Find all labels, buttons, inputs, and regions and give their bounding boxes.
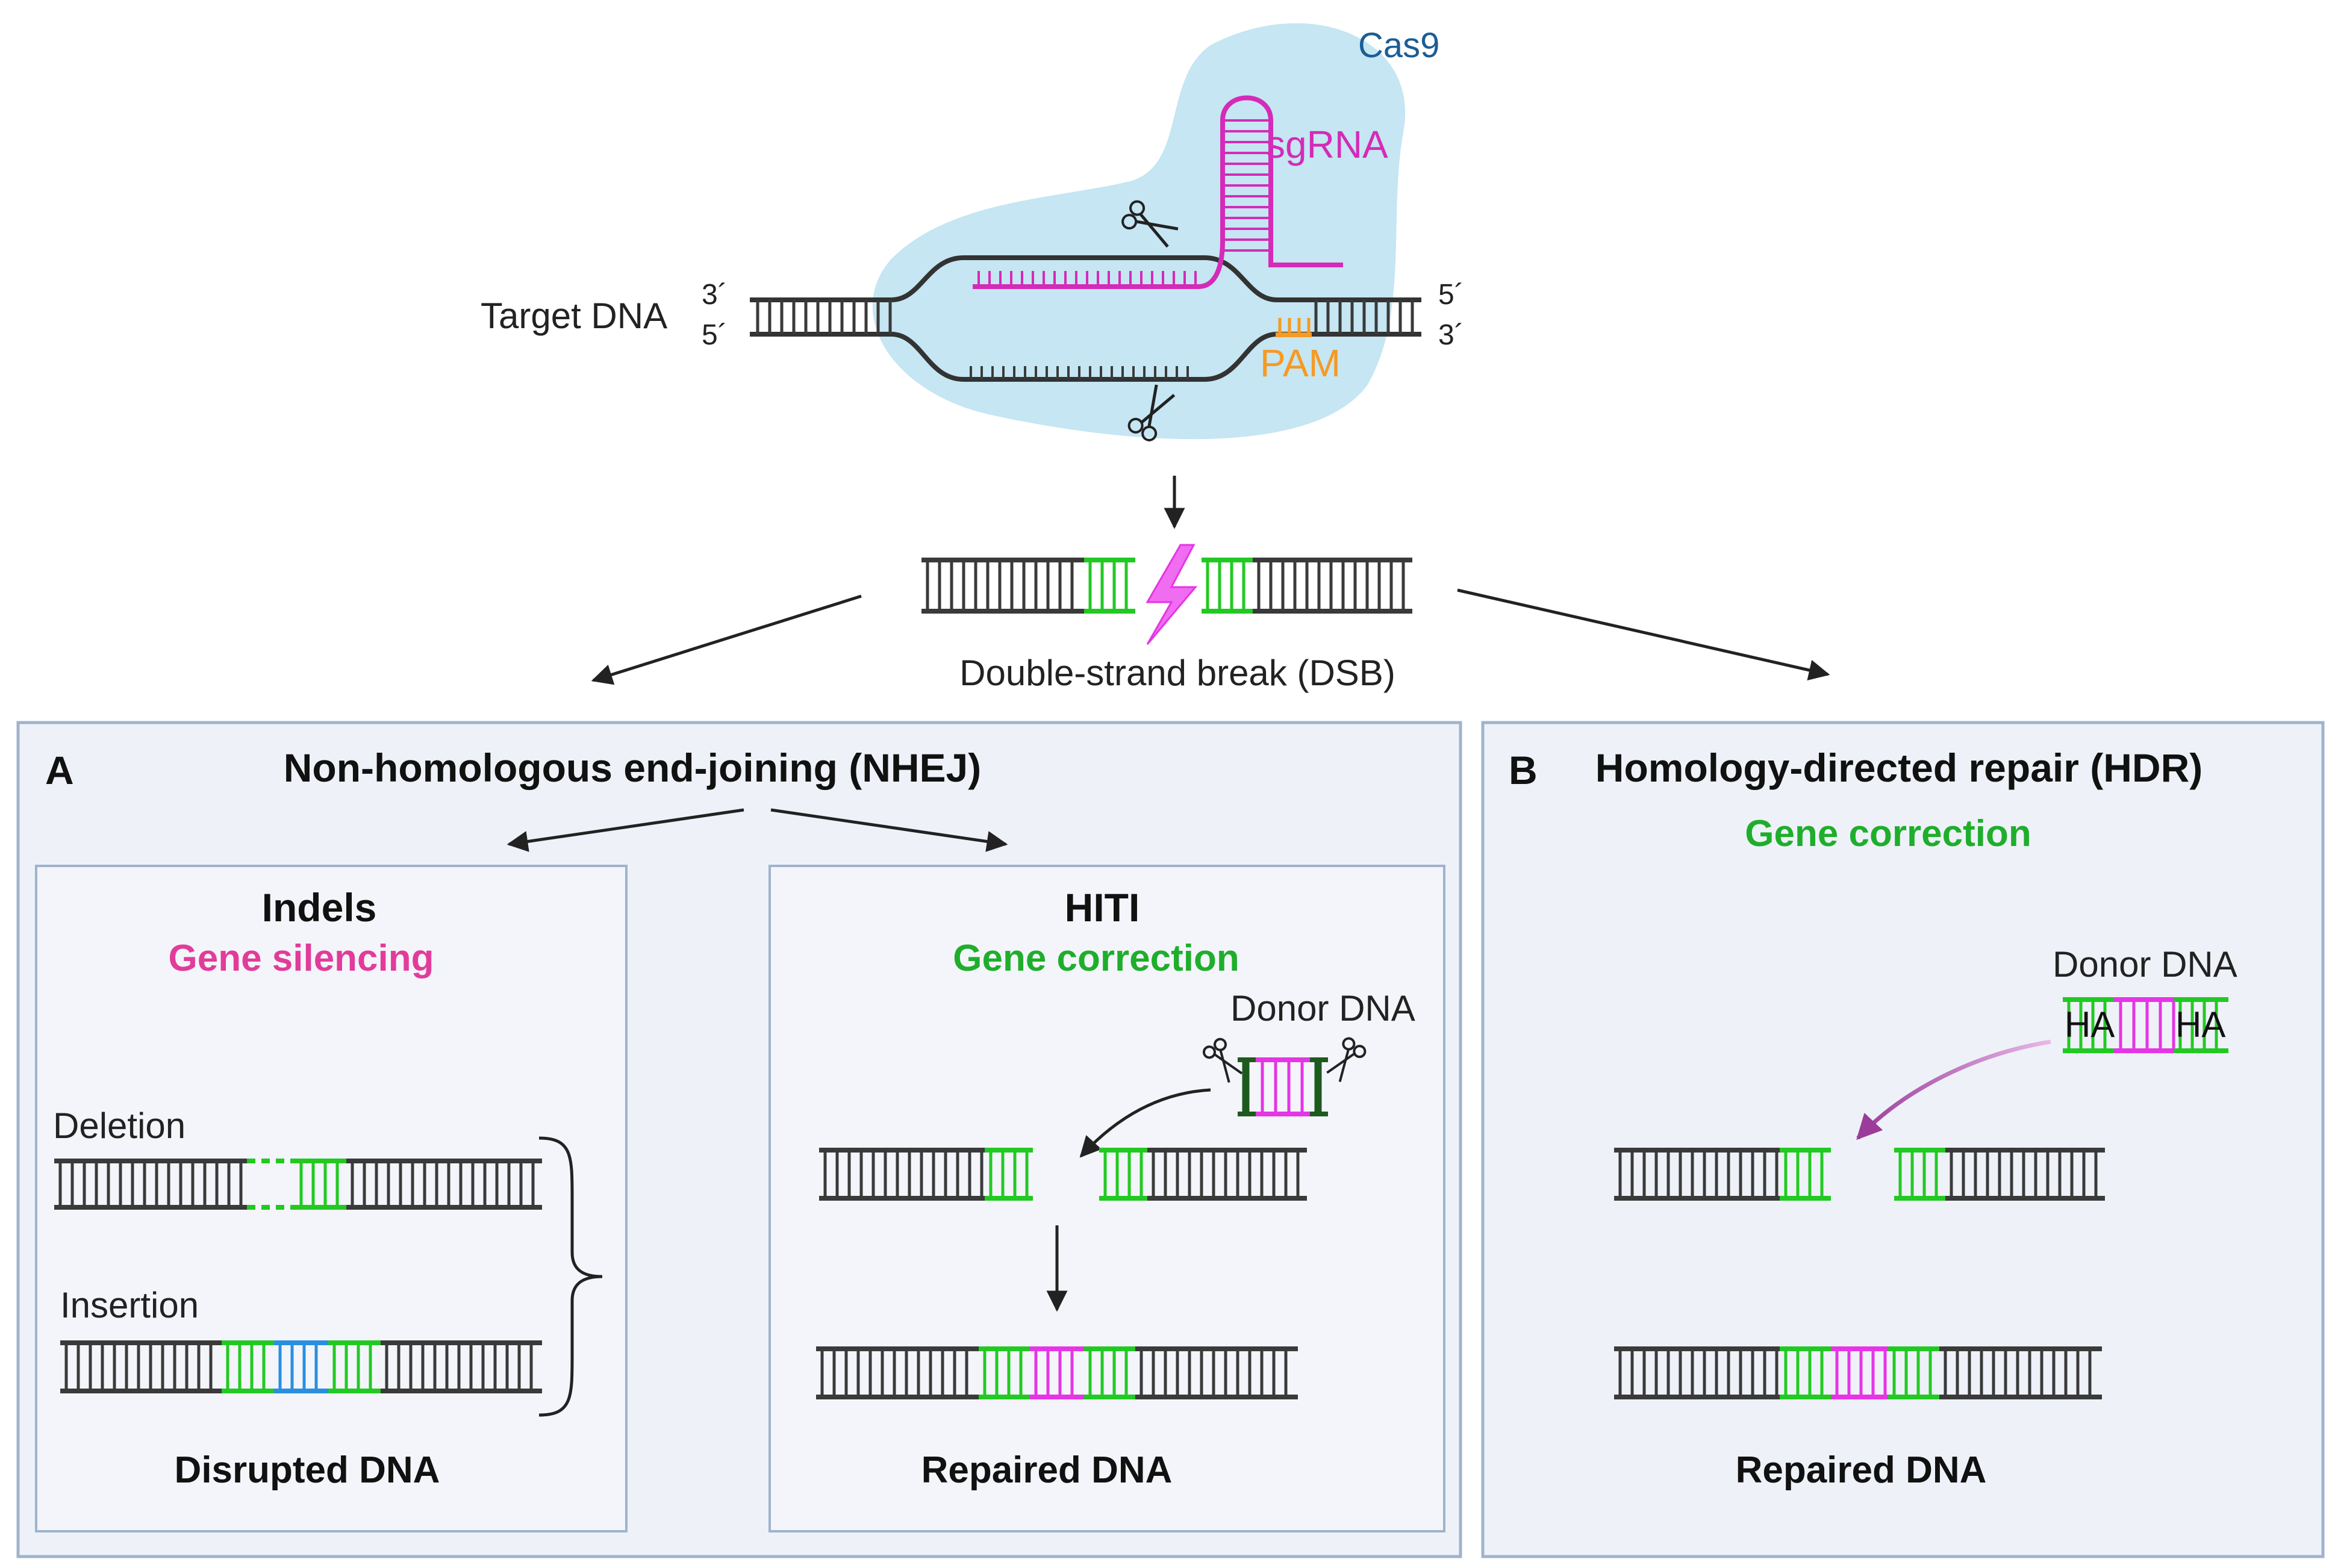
hdr-donor-dna	[2063, 997, 2228, 1053]
scissors-icon	[1127, 384, 1176, 441]
hdr-donor-label: Donor DNA	[2053, 944, 2237, 985]
hiti-repaired-label: Repaired DNA	[921, 1449, 1173, 1491]
cas9-complex: Cas9 sgRNA PAM	[481, 23, 1464, 441]
hiti-repaired-dna	[816, 1346, 1298, 1399]
panel-a-title: Non-homologous end-joining (NHEJ)	[284, 745, 981, 790]
deletion-dna	[54, 1159, 542, 1210]
hdr-cut-dna	[1614, 1148, 2105, 1201]
ha-right-label: HA	[2175, 1004, 2225, 1045]
sgrna-stem-rungs	[1223, 119, 1271, 252]
panel-a-nhej: A Non-homologous end-joining (NHEJ) Inde…	[16, 721, 1462, 1558]
dsb-label: Double-strand break (DSB)	[959, 653, 1395, 693]
arrow-to-indels	[507, 808, 744, 852]
hiti-cut-dna	[819, 1148, 1307, 1201]
panel-b-hdr: B Homology-directed repair (HDR) Gene co…	[1481, 721, 2325, 1558]
hiti-subpanel: HITI Gene correction Donor DNA Repaired …	[768, 865, 1445, 1532]
dna-end-5-right: 5´	[1438, 279, 1464, 311]
indels-subtitle: Gene silencing	[168, 938, 434, 979]
scissors-icon	[1202, 1038, 1243, 1083]
dna-end-3-right: 3´	[1438, 319, 1464, 351]
target-dna	[750, 255, 1421, 382]
hdr-insert-arrow	[1856, 1039, 2051, 1140]
sgrna-rungs	[977, 271, 1197, 287]
indels-title: Indels	[262, 885, 377, 930]
hiti-title: HITI	[1065, 885, 1140, 930]
hdr-repaired-dna	[1614, 1346, 2102, 1399]
hiti-donor-label: Donor DNA	[1230, 988, 1415, 1028]
target-dna-label: Target DNA	[481, 296, 667, 336]
sgrna-stem-loop	[1198, 95, 1343, 289]
pam-label: PAM	[1260, 341, 1341, 385]
scissors-icon	[1326, 1037, 1367, 1082]
dsb-dna	[921, 558, 1412, 614]
scissors-icon	[1121, 200, 1179, 248]
panel-b-subtitle: Gene correction	[1745, 813, 2031, 854]
pam-rungs	[1278, 318, 1311, 334]
target-dna-bottom-bubble	[891, 332, 1421, 382]
deletion-label: Deletion	[53, 1106, 185, 1146]
insertion-dna	[60, 1340, 542, 1393]
curly-brace	[538, 1136, 603, 1417]
cas9-label: Cas9	[1358, 26, 1439, 65]
insertion-label: Insertion	[60, 1285, 199, 1325]
target-dna-rungs	[756, 300, 1414, 334]
hiti-donor-dna	[1238, 1057, 1328, 1116]
arrow-to-hdr	[1457, 588, 1830, 681]
panel-b-letter: B	[1509, 748, 1538, 792]
arrow-to-hiti	[770, 808, 1008, 852]
disrupted-dna-label: Disrupted DNA	[175, 1449, 440, 1491]
ha-left-label: HA	[2065, 1004, 2115, 1045]
hiti-subtitle: Gene correction	[953, 938, 1239, 979]
panel-b-box	[1481, 721, 2325, 1558]
arrow-to-nhej	[591, 594, 862, 685]
target-dna-bottom-strand-rungs	[970, 366, 1189, 379]
dna-end-3-left: 3´	[702, 279, 728, 311]
sgrna: sgRNA	[973, 95, 1388, 289]
dna-end-5-left: 5´	[702, 319, 728, 351]
hdr-repaired-label: Repaired DNA	[1736, 1449, 1987, 1491]
hiti-insert-arrow	[1079, 1088, 1211, 1158]
panel-a-letter: A	[45, 748, 74, 792]
sgrna-label: sgRNA	[1266, 123, 1388, 166]
indels-subpanel: Indels Gene silencing Deletion Insertion…	[35, 865, 628, 1532]
target-dna-top-bubble	[891, 255, 1421, 302]
panel-b-title: Homology-directed repair (HDR)	[1595, 745, 2203, 790]
indels-box	[35, 865, 628, 1532]
lightning-bolt-icon	[1146, 544, 1198, 645]
